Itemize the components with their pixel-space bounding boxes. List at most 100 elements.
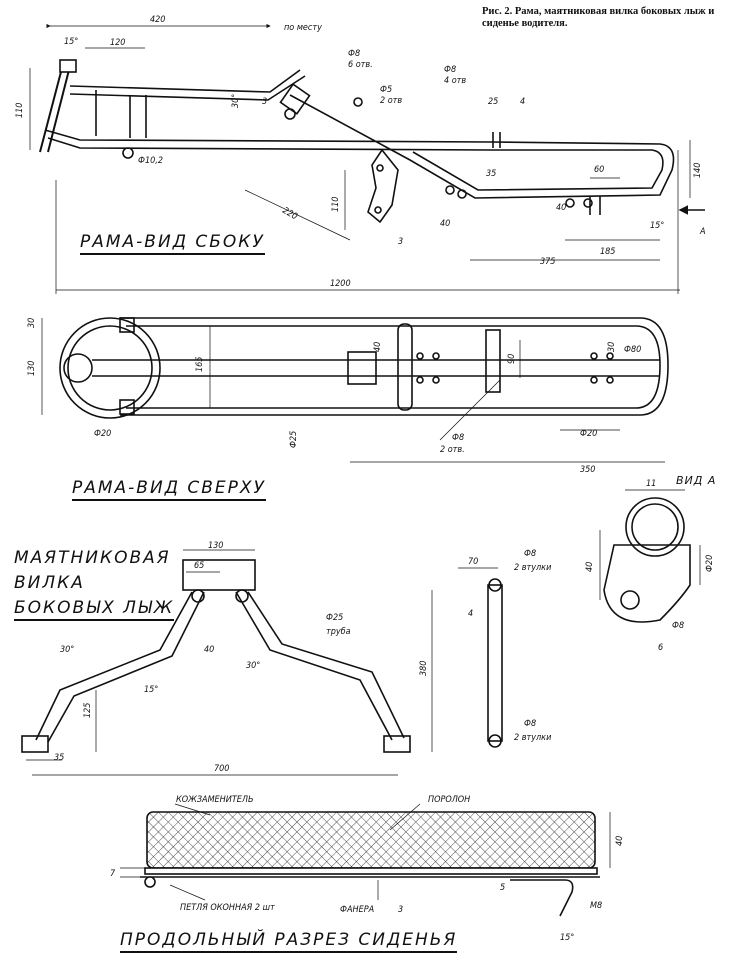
title-fork-line2: ВИЛКА bbox=[14, 573, 85, 593]
title-fork-line3: БОКОВЫХ ЛЫЖ bbox=[14, 598, 175, 621]
svg-text:Ф20: Ф20 bbox=[580, 429, 597, 439]
svg-text:Ф20: Ф20 bbox=[94, 429, 111, 439]
svg-text:ПЕТЛЯ ОКОННАЯ 2 шт: ПЕТЛЯ ОКОННАЯ 2 шт bbox=[180, 903, 275, 913]
svg-text:110: 110 bbox=[331, 197, 341, 212]
svg-text:380: 380 bbox=[419, 661, 429, 676]
svg-text:Ф8: Ф8 bbox=[348, 49, 360, 59]
title-view-a: ВИД А bbox=[676, 474, 717, 487]
side-view-dimension-text: 420 120 15° по месту 110 30° Ф8 6 отв. Ф… bbox=[15, 15, 706, 289]
svg-text:30°: 30° bbox=[246, 661, 260, 671]
side-view-dimensions bbox=[29, 23, 705, 294]
svg-text:40: 40 bbox=[585, 562, 595, 572]
svg-text:165: 165 bbox=[195, 357, 205, 372]
svg-text:6 отв.: 6 отв. bbox=[348, 60, 373, 70]
svg-text:30: 30 bbox=[27, 318, 37, 328]
svg-text:Ф5: Ф5 bbox=[380, 85, 392, 95]
svg-text:ПОРОЛОН: ПОРОЛОН bbox=[428, 795, 470, 805]
svg-text:Ф25: Ф25 bbox=[326, 613, 343, 623]
svg-text:30: 30 bbox=[607, 342, 617, 352]
top-view-frame bbox=[59, 317, 669, 419]
figure-caption: Рис. 2. Рама, маятниковая вилка боковых … bbox=[482, 6, 715, 29]
svg-text:3: 3 bbox=[262, 97, 267, 107]
svg-text:220: 220 bbox=[281, 206, 299, 222]
svg-text:КОЖЗАМЕНИТЕЛЬ: КОЖЗАМЕНИТЕЛЬ bbox=[176, 795, 254, 805]
svg-text:420: 420 bbox=[150, 15, 165, 25]
svg-text:375: 375 bbox=[540, 257, 555, 267]
svg-text:Ф25: Ф25 bbox=[289, 431, 299, 448]
svg-text:труба: труба bbox=[326, 627, 351, 637]
svg-text:110: 110 bbox=[15, 103, 25, 118]
svg-text:90: 90 bbox=[507, 354, 517, 364]
view-a-text: 11 40 Ф20 Ф8 6 bbox=[585, 479, 715, 653]
svg-text:5: 5 bbox=[500, 883, 505, 893]
svg-text:7: 7 bbox=[110, 869, 116, 879]
svg-text:2 втулки: 2 втулки bbox=[514, 563, 551, 573]
seat-dimensions bbox=[120, 803, 611, 901]
svg-text:40: 40 bbox=[204, 645, 214, 655]
svg-text:35: 35 bbox=[54, 753, 64, 763]
svg-text:Ф8: Ф8 bbox=[444, 65, 456, 75]
seat-section bbox=[140, 811, 600, 917]
svg-text:30°: 30° bbox=[60, 645, 74, 655]
svg-text:125: 125 bbox=[83, 703, 93, 718]
svg-text:3: 3 bbox=[398, 905, 403, 915]
svg-text:140: 140 bbox=[693, 163, 703, 178]
svg-text:35: 35 bbox=[486, 169, 496, 179]
svg-text:4: 4 bbox=[520, 97, 525, 107]
svg-text:Ф8: Ф8 bbox=[524, 549, 536, 559]
svg-text:4: 4 bbox=[468, 609, 473, 619]
svg-text:15°: 15° bbox=[64, 37, 78, 47]
svg-text:25: 25 bbox=[488, 97, 498, 107]
svg-text:А: А bbox=[699, 227, 706, 237]
svg-text:6: 6 bbox=[658, 643, 663, 653]
svg-text:185: 185 bbox=[600, 247, 615, 257]
svg-text:40: 40 bbox=[556, 203, 566, 213]
svg-text:по месту: по месту bbox=[284, 23, 322, 33]
svg-text:4 отв: 4 отв bbox=[444, 76, 466, 86]
svg-text:70: 70 bbox=[468, 557, 478, 567]
svg-text:15°: 15° bbox=[650, 221, 664, 231]
svg-text:11: 11 bbox=[646, 479, 656, 489]
top-view-dimensions bbox=[41, 318, 665, 463]
svg-text:15°: 15° bbox=[560, 933, 574, 943]
svg-text:Ф20: Ф20 bbox=[705, 555, 715, 572]
svg-text:2 втулки: 2 втулки bbox=[514, 733, 551, 743]
svg-text:120: 120 bbox=[110, 38, 125, 48]
fork-dimensions bbox=[26, 549, 433, 776]
svg-text:350: 350 bbox=[580, 465, 595, 475]
svg-text:Ф8: Ф8 bbox=[524, 719, 536, 729]
title-top-view: РАМА-ВИД СВЕРХУ bbox=[72, 478, 266, 501]
seat-text: КОЖЗАМЕНИТЕЛЬ ПОРОЛОН ПЕТЛЯ ОКОННАЯ 2 шт… bbox=[110, 795, 625, 943]
fork-drawing bbox=[21, 559, 411, 753]
svg-text:130: 130 bbox=[208, 541, 223, 551]
top-view-dimension-text: 30 130 165 40 90 30 Ф80 Ф20 Ф25 Ф8 2 отв… bbox=[27, 318, 641, 475]
fork-side-text: 70 Ф8 2 втулки 4 Ф8 2 втулки bbox=[468, 549, 551, 743]
svg-text:3: 3 bbox=[398, 237, 403, 247]
svg-text:1200: 1200 bbox=[330, 279, 351, 289]
svg-text:15°: 15° bbox=[144, 685, 158, 695]
svg-text:2 отв.: 2 отв. bbox=[440, 445, 465, 455]
svg-text:40: 40 bbox=[373, 342, 383, 352]
svg-text:Ф10,2: Ф10,2 bbox=[138, 156, 163, 166]
svg-text:40: 40 bbox=[440, 219, 450, 229]
svg-text:Ф8: Ф8 bbox=[672, 621, 684, 631]
svg-text:65: 65 bbox=[194, 561, 204, 571]
svg-text:40: 40 bbox=[615, 836, 625, 846]
svg-text:60: 60 bbox=[594, 165, 604, 175]
svg-text:700: 700 bbox=[214, 764, 229, 774]
svg-text:Ф8: Ф8 bbox=[452, 433, 464, 443]
svg-text:ФАНЕРА: ФАНЕРА bbox=[340, 905, 374, 915]
title-side-view: РАМА-ВИД СБОКУ bbox=[80, 232, 265, 255]
fork-side-detail bbox=[458, 567, 503, 748]
side-view-frame bbox=[39, 59, 675, 224]
svg-text:М8: М8 bbox=[590, 901, 602, 911]
svg-text:Ф80: Ф80 bbox=[624, 345, 641, 355]
title-seat-section: ПРОДОЛЬНЫЙ РАЗРЕЗ СИДЕНЬЯ bbox=[120, 930, 458, 953]
view-a-detail bbox=[599, 489, 701, 623]
svg-text:2 отв: 2 отв bbox=[380, 96, 402, 106]
title-fork-line1: МАЯТНИКОВАЯ bbox=[14, 548, 171, 568]
fork-dimension-text: 130 65 40 30° 30° 15° 125 35 700 380 Ф25… bbox=[54, 541, 429, 774]
svg-text:130: 130 bbox=[27, 361, 37, 376]
